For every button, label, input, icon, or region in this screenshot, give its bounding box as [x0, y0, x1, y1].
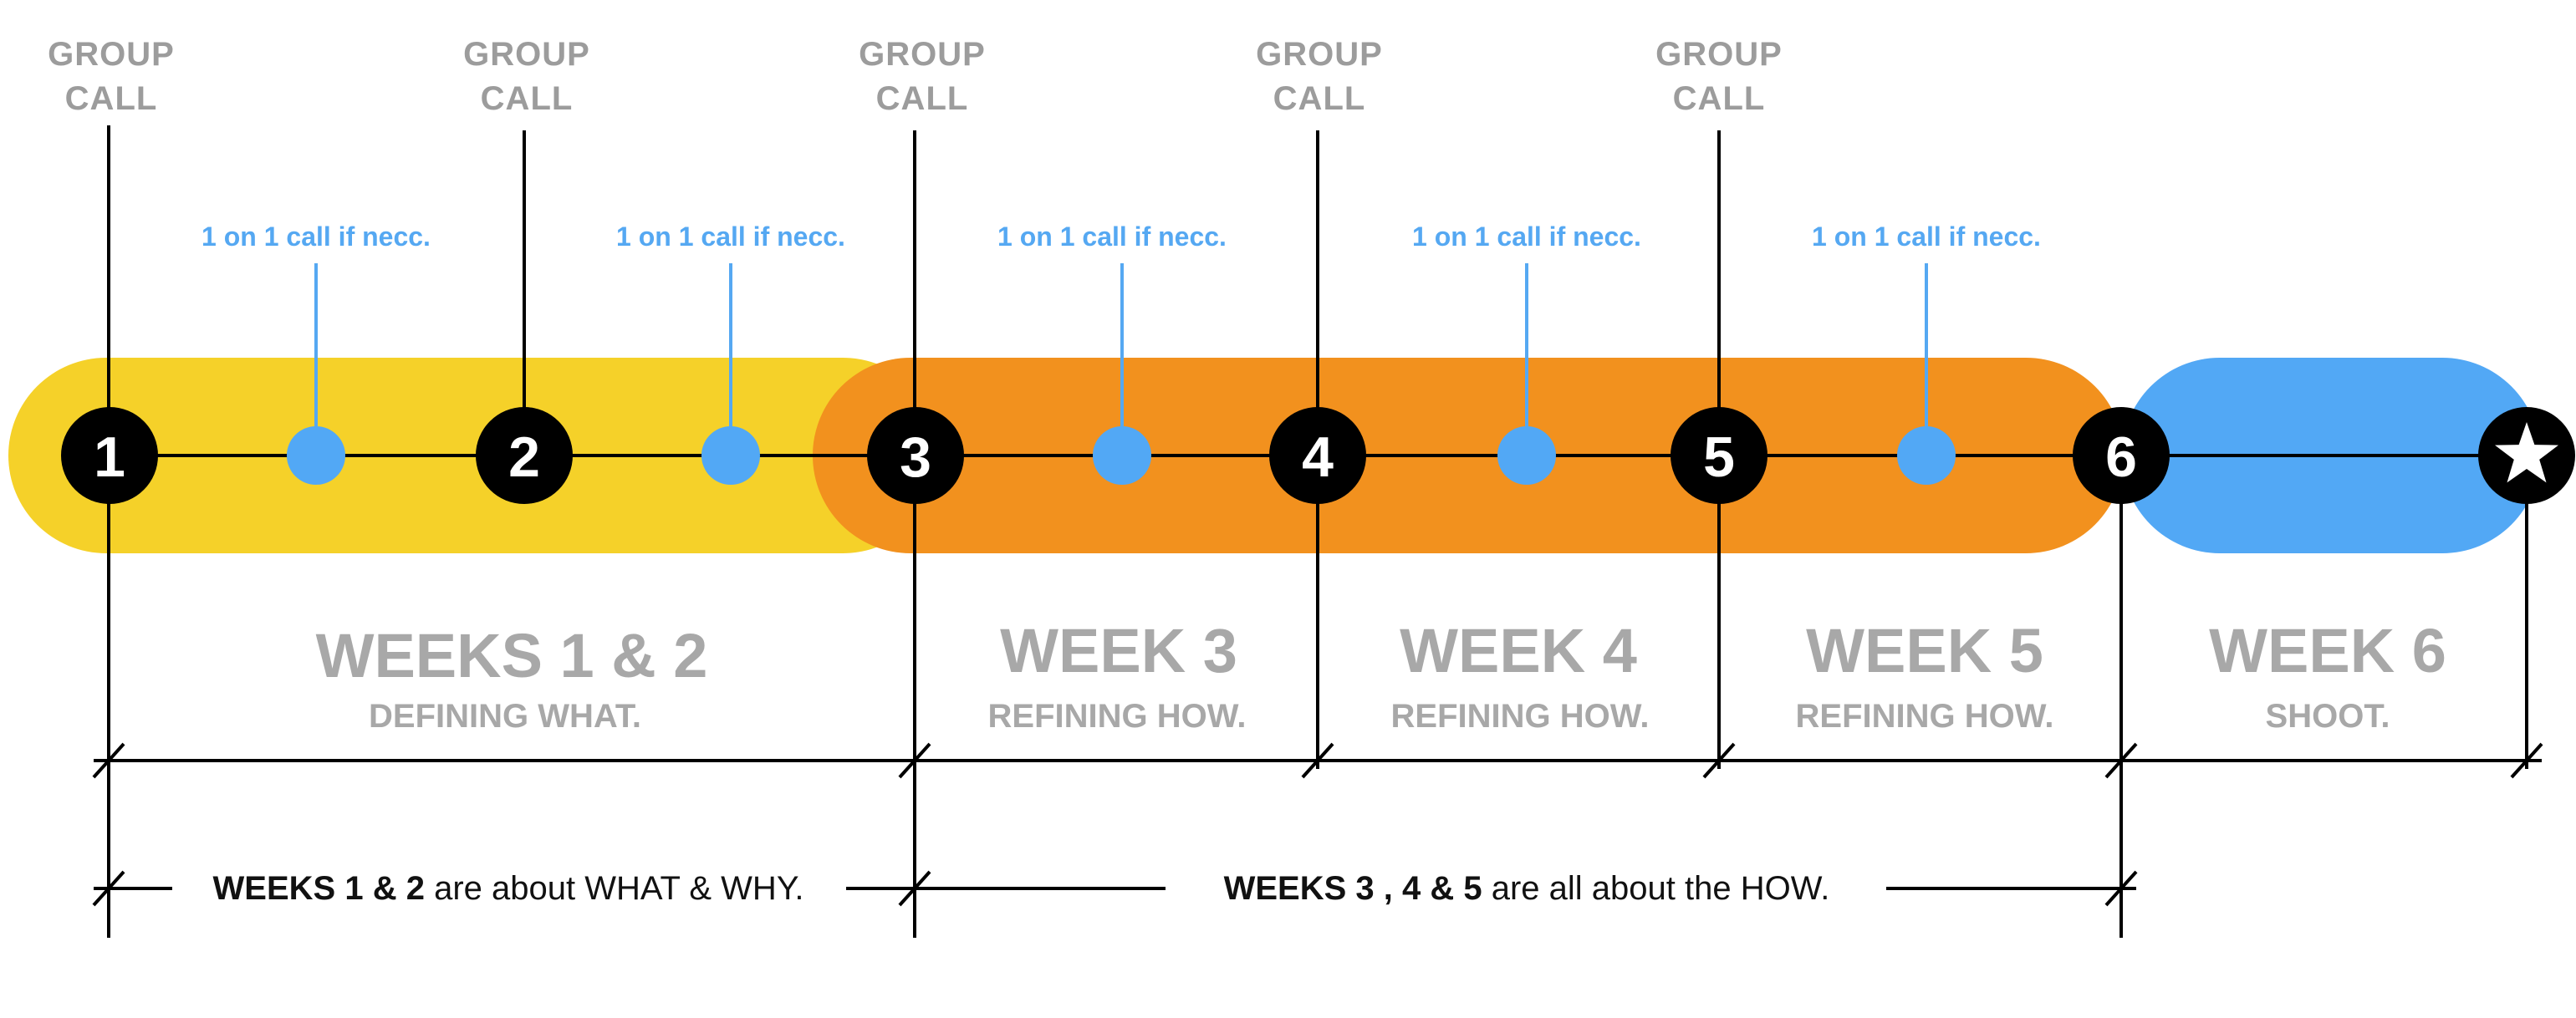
one-on-one-marker-2: 1 on 1 call if necc.	[616, 221, 845, 485]
one-on-one-markers: 1 on 1 call if necc. 1 on 1 call if necc…	[201, 221, 2041, 485]
one-on-one-label: 1 on 1 call if necc.	[201, 221, 431, 252]
week-subtitle-5: REFINING HOW.	[1796, 698, 2054, 735]
one-on-one-label: 1 on 1 call if necc.	[997, 221, 1227, 252]
svg-text:4: 4	[1302, 425, 1334, 489]
one-on-one-marker-4: 1 on 1 call if necc.	[1412, 221, 1641, 485]
week-labels: WEEKS 1 & 2 DEFINING WHAT. WEEK 3 REFINI…	[316, 616, 2446, 735]
svg-text:5: 5	[1703, 425, 1735, 489]
one-on-one-dot	[1897, 426, 1956, 485]
one-on-one-label: 1 on 1 call if necc.	[1412, 221, 1641, 252]
milestone-4: 4	[1269, 407, 1366, 504]
week-title-6: WEEK 6	[2209, 616, 2446, 685]
summary-weeks-1-2: WEEKS 1 & 2 are about WHAT & WHY.	[213, 870, 804, 907]
week-title-5: WEEK 5	[1806, 616, 2043, 685]
week-subtitle-1-2: DEFINING WHAT.	[369, 698, 641, 735]
week-subtitle-6: SHOOT.	[2266, 698, 2390, 735]
milestone-6: 6	[2073, 407, 2170, 504]
week-dimension-line	[92, 742, 2543, 779]
milestone-1: 1	[61, 407, 158, 504]
group-call-lines	[107, 125, 1721, 938]
week-title-4: WEEK 4	[1400, 616, 1637, 685]
svg-text:1: 1	[94, 425, 125, 489]
week-title-1-2: WEEKS 1 & 2	[316, 621, 708, 690]
one-on-one-marker-3: 1 on 1 call if necc.	[997, 221, 1227, 485]
one-on-one-dot	[287, 426, 345, 485]
phase-dimension-line	[92, 870, 2138, 907]
week-title-3: WEEK 3	[1000, 616, 1237, 685]
svg-text:6: 6	[2105, 425, 2137, 489]
svg-text:3: 3	[900, 425, 931, 489]
one-on-one-dot	[1497, 426, 1556, 485]
svg-text:2: 2	[508, 425, 540, 489]
milestones: 1 2 3 4 5 6	[61, 407, 2575, 504]
one-on-one-marker-1: 1 on 1 call if necc.	[201, 221, 431, 485]
one-on-one-label: 1 on 1 call if necc.	[616, 221, 845, 252]
milestone-2: 2	[476, 407, 573, 504]
one-on-one-label: 1 on 1 call if necc.	[1812, 221, 2041, 252]
star-icon	[2495, 422, 2558, 483]
week-subtitle-4: REFINING HOW.	[1391, 698, 1650, 735]
week-end-lines	[2119, 456, 2528, 938]
one-on-one-marker-5: 1 on 1 call if necc.	[1812, 221, 2041, 485]
milestone-3: 3	[867, 407, 964, 504]
week-subtitle-3: REFINING HOW.	[988, 698, 1247, 735]
one-on-one-dot	[1093, 426, 1151, 485]
milestone-final	[2478, 407, 2575, 504]
summary-weeks-3-5: WEEKS 3 , 4 & 5 are all about the HOW.	[1224, 870, 1830, 907]
one-on-one-dot	[701, 426, 760, 485]
milestone-5: 5	[1671, 407, 1767, 504]
